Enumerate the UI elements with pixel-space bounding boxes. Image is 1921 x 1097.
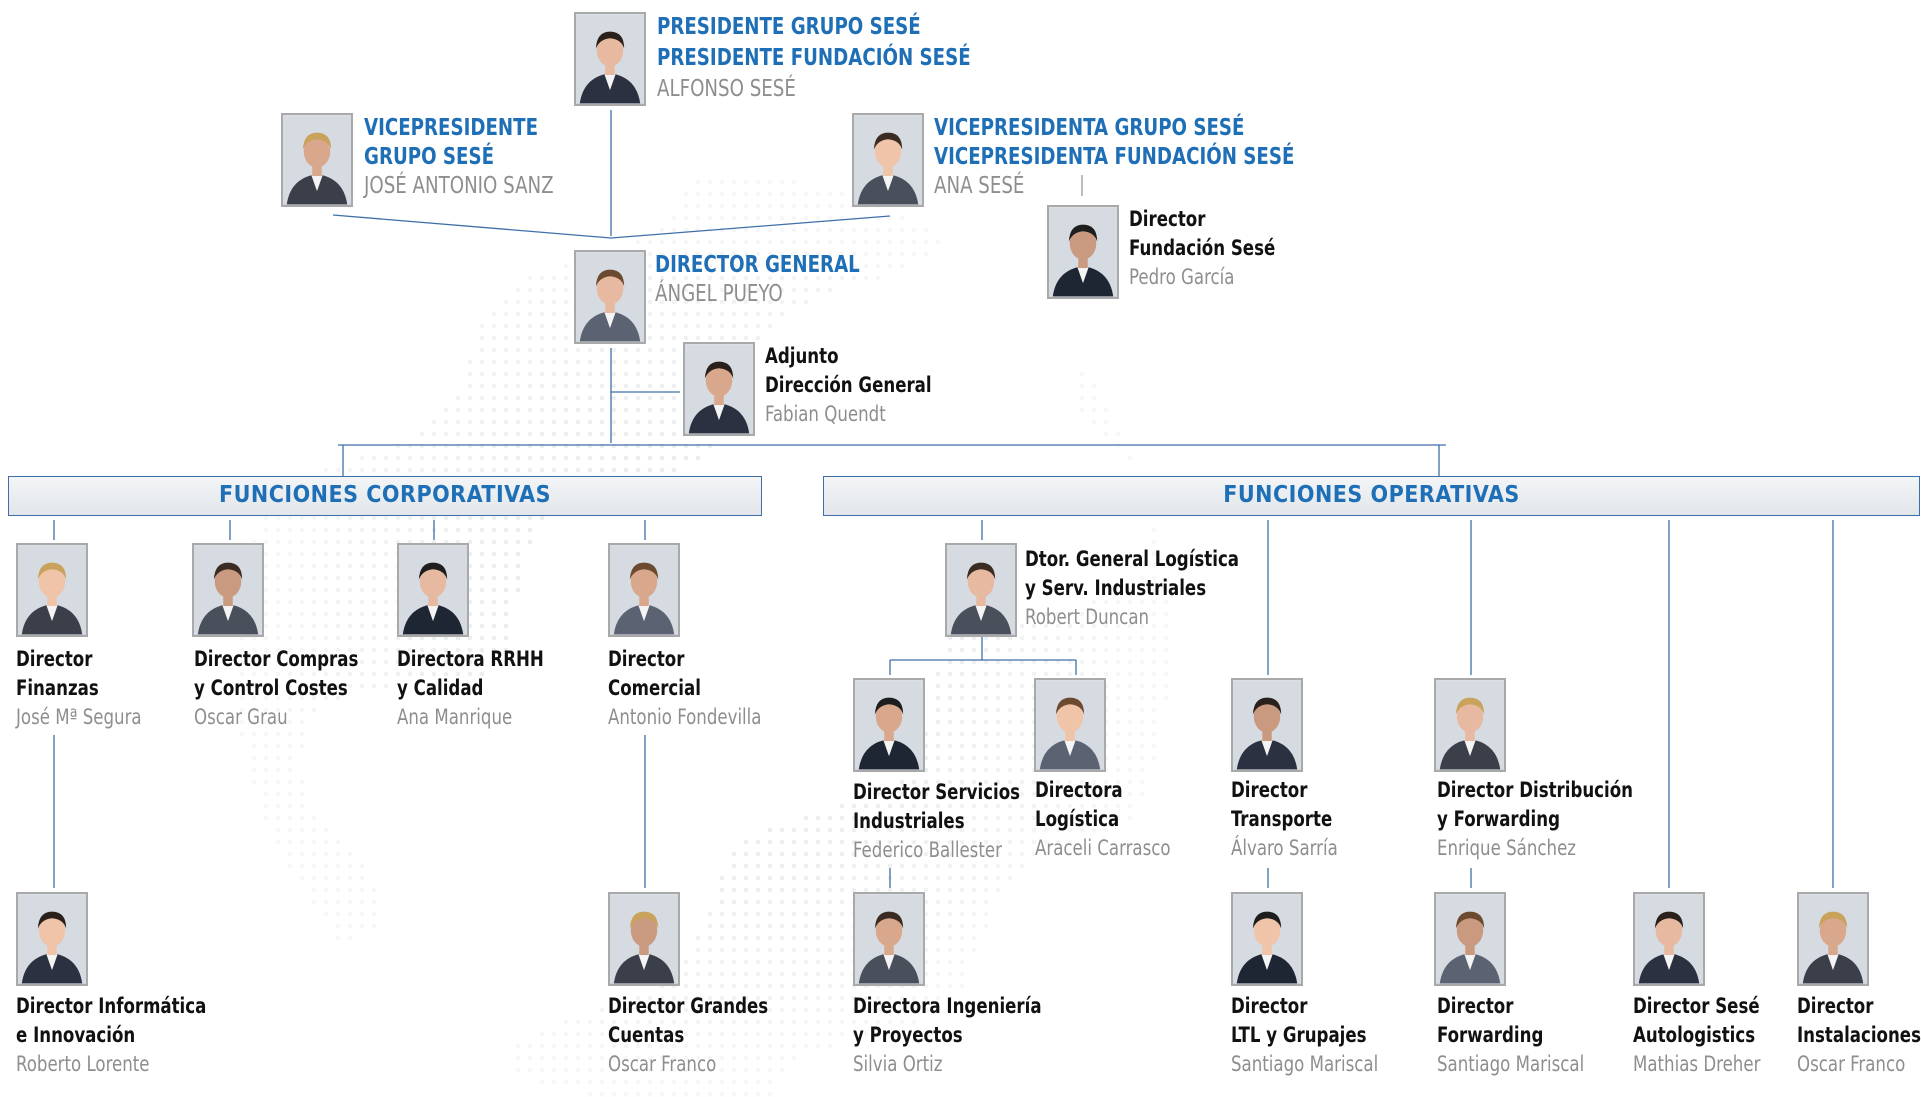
person-photo	[1047, 205, 1119, 299]
person-name: José Mª Segura	[16, 705, 142, 729]
person-photo	[852, 113, 924, 207]
title-line-2: Transporte	[1231, 807, 1333, 831]
title-line-2: Fundación Sesé	[1129, 236, 1276, 260]
person-name: Álvaro Sarría	[1231, 836, 1338, 860]
title-line-1: Director	[16, 647, 93, 671]
person-photo	[574, 12, 646, 106]
title-line-2: PRESIDENTE FUNDACIÓN SESÉ	[657, 45, 971, 71]
title-line-2: LTL y Grupajes	[1231, 1023, 1367, 1047]
title-line-2: Autologistics	[1633, 1023, 1756, 1047]
person-photo	[16, 543, 88, 637]
title-line-1: Director	[608, 647, 685, 671]
title-line-1: Director Informática	[16, 994, 207, 1018]
title-line-2: VICEPRESIDENTA FUNDACIÓN SESÉ	[934, 144, 1295, 170]
person-name: Oscar Franco	[1797, 1052, 1906, 1076]
person-name: ANA SESÉ	[934, 173, 1025, 199]
person-photo	[945, 543, 1017, 637]
title-line-1: Director	[1797, 994, 1874, 1018]
title-line-2: y Proyectos	[853, 1023, 963, 1047]
title-line-1: DIRECTOR GENERAL	[655, 252, 860, 278]
title-line-2: Comercial	[608, 676, 701, 700]
person-name: Araceli Carrasco	[1035, 836, 1171, 860]
title-line-2: Logística	[1035, 807, 1120, 831]
person-name: Federico Ballester	[853, 838, 1002, 862]
person-photo	[1434, 678, 1506, 772]
person-photo	[1434, 892, 1506, 986]
person-name: Santiago Mariscal	[1437, 1052, 1585, 1076]
person-photo	[1231, 892, 1303, 986]
title-line-2: Instalaciones	[1797, 1023, 1921, 1047]
title-line-2: y Calidad	[397, 676, 484, 700]
title-line-1: Director Grandes	[608, 994, 769, 1018]
title-line-1: Director	[1129, 207, 1206, 231]
section-band-corporativas: FUNCIONES CORPORATIVAS	[8, 476, 762, 516]
person-photo	[853, 892, 925, 986]
title-line-2: y Serv. Industriales	[1025, 576, 1207, 600]
person-name: Oscar Grau	[194, 705, 288, 729]
person-photo	[608, 892, 680, 986]
person-photo	[281, 113, 353, 207]
person-photo	[608, 543, 680, 637]
person-photo	[1034, 678, 1106, 772]
person-name: Antonio Fondevilla	[608, 705, 762, 729]
person-photo	[683, 342, 755, 436]
section-band-operativas: FUNCIONES OPERATIVAS	[823, 476, 1920, 516]
person-name: Roberto Lorente	[16, 1052, 150, 1076]
person-name: Robert Duncan	[1025, 605, 1150, 629]
title-line-1: Director	[1231, 994, 1308, 1018]
title-line-1: Directora	[1035, 778, 1123, 802]
title-line-1: Directora Ingeniería	[853, 994, 1042, 1018]
person-photo	[1797, 892, 1869, 986]
title-line-2: e Innovación	[16, 1023, 136, 1047]
person-name: ÁNGEL PUEYO	[655, 281, 783, 307]
title-line-1: VICEPRESIDENTE	[364, 115, 539, 141]
title-line-2: y Control Costes	[194, 676, 348, 700]
title-line-2: Finanzas	[16, 676, 99, 700]
title-line-1: Director Sesé	[1633, 994, 1760, 1018]
title-line-1: Director	[1231, 778, 1308, 802]
person-name: JOSÉ ANTONIO SANZ	[364, 173, 554, 199]
title-line-1: Adjunto	[765, 344, 839, 368]
title-line-1: Director Distribución	[1437, 778, 1633, 802]
title-line-2: Cuentas	[608, 1023, 685, 1047]
person-name: Santiago Mariscal	[1231, 1052, 1379, 1076]
title-line-2: y Forwarding	[1437, 807, 1560, 831]
person-name: Enrique Sánchez	[1437, 836, 1577, 860]
person-photo	[853, 678, 925, 772]
title-line-1: Director Servicios	[853, 780, 1021, 804]
title-line-1: Dtor. General Logística	[1025, 547, 1240, 571]
person-name: ALFONSO SESÉ	[657, 76, 796, 102]
title-line-2: GRUPO SESÉ	[364, 144, 495, 170]
person-photo	[192, 543, 264, 637]
section-title-corporativas: FUNCIONES CORPORATIVAS	[218, 482, 552, 508]
person-name: Mathias Dreher	[1633, 1052, 1761, 1076]
title-line-2: Industriales	[853, 809, 965, 833]
title-line-1: VICEPRESIDENTA GRUPO SESÉ	[934, 115, 1245, 141]
person-photo	[397, 543, 469, 637]
title-line-2: Forwarding	[1437, 1023, 1544, 1047]
title-line-1: Director	[1437, 994, 1514, 1018]
person-name: Fabian Quendt	[765, 402, 886, 426]
person-photo	[574, 250, 646, 344]
title-line-2: Dirección General	[765, 373, 932, 397]
person-name: Oscar Franco	[608, 1052, 717, 1076]
person-name: Pedro García	[1129, 265, 1235, 289]
title-line-1: Director Compras	[194, 647, 359, 671]
person-photo	[1633, 892, 1705, 986]
person-photo	[16, 892, 88, 986]
section-title-operativas: FUNCIONES OPERATIVAS	[1223, 482, 1520, 508]
person-name: Silvia Ortiz	[853, 1052, 943, 1076]
title-line-1: Directora RRHH	[397, 647, 544, 671]
title-line-1: PRESIDENTE GRUPO SESÉ	[657, 14, 921, 40]
person-name: Ana Manrique	[397, 705, 513, 729]
person-photo	[1231, 678, 1303, 772]
